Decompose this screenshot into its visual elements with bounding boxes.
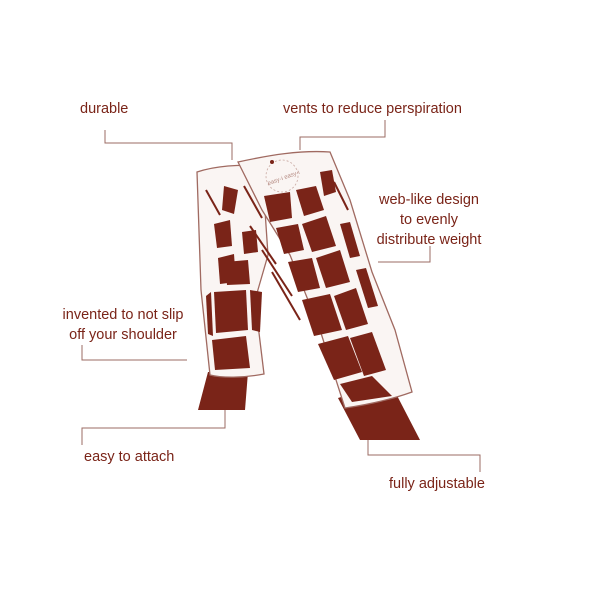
label-invented-line1: invented to not slip <box>62 307 184 323</box>
leader-web-like <box>378 246 431 263</box>
left-strap-webbing <box>198 372 248 410</box>
leader-fully-adjustable <box>367 440 481 472</box>
label-web-like-line3: distribute weight <box>376 232 482 248</box>
leader-invented <box>81 345 187 361</box>
label-durable: durable <box>80 101 129 117</box>
label-web-like-line2: to evenly <box>399 212 459 228</box>
leader-vents <box>299 120 386 150</box>
label-invented: invented to not slip off your shoulder <box>48 305 198 345</box>
label-vents: vents to reduce perspiration <box>283 101 462 117</box>
right-pad-cutouts <box>264 170 392 402</box>
leader-durable <box>104 130 233 160</box>
leader-easy-attach <box>81 400 226 445</box>
label-easy-attach: easy to attach <box>84 449 175 465</box>
label-invented-line2: off your shoulder <box>69 327 177 343</box>
label-web-like-line1: web-like design <box>379 192 479 208</box>
label-web-like: web-like design to evenly distribute wei… <box>368 190 490 250</box>
label-fully-adjustable: fully adjustable <box>389 476 485 492</box>
leader-lines <box>81 120 481 472</box>
vent-slots <box>205 181 349 321</box>
left-pad-cutouts <box>206 186 262 370</box>
